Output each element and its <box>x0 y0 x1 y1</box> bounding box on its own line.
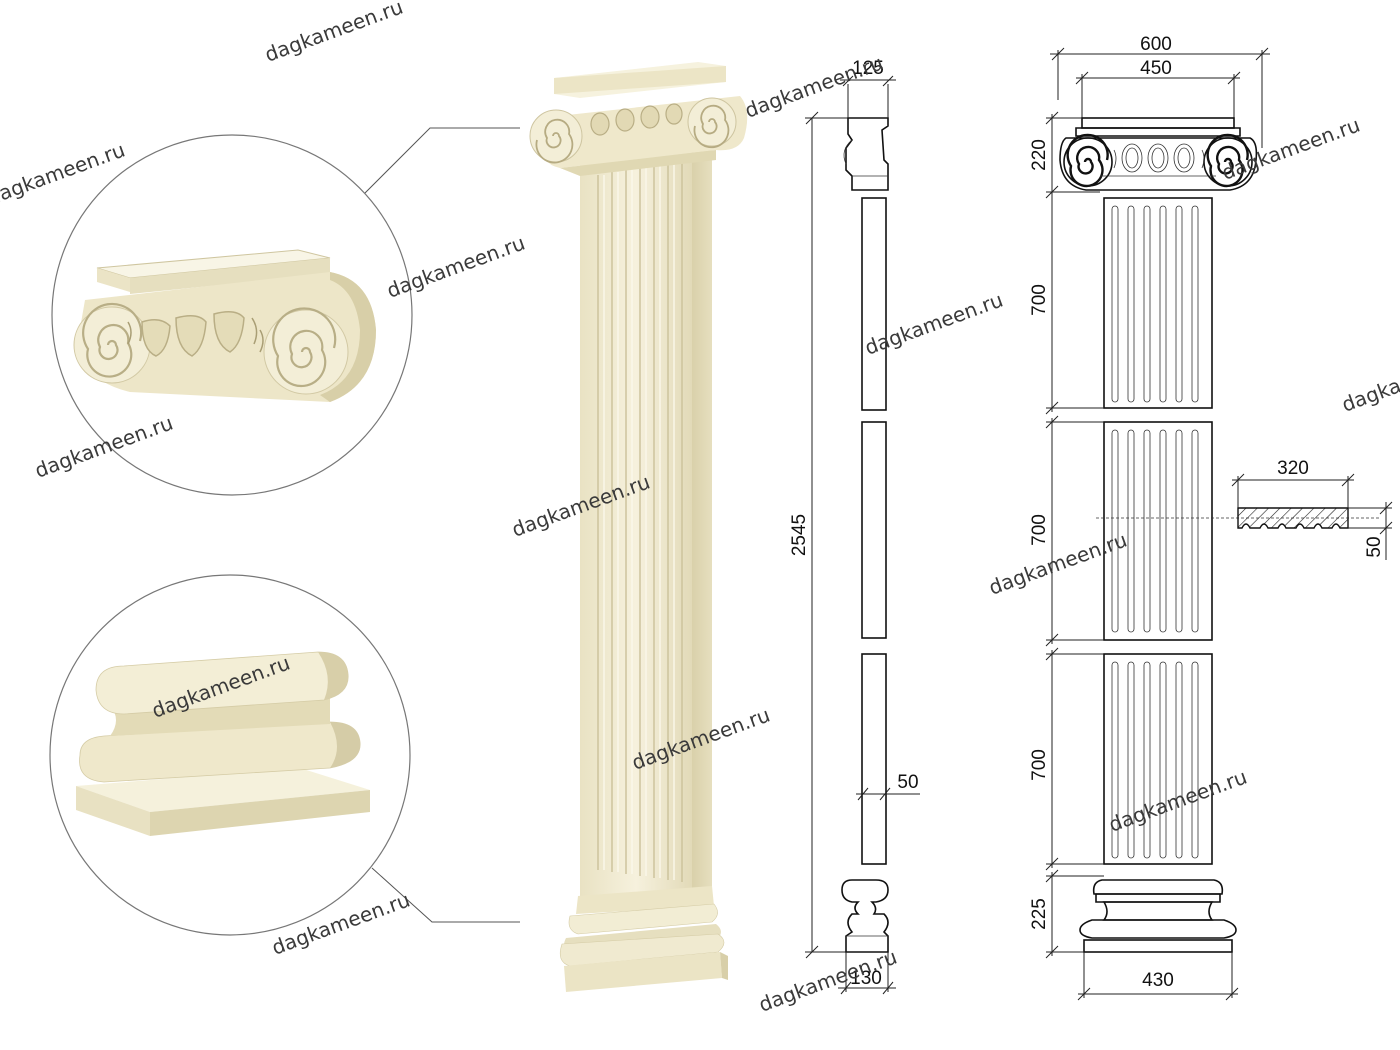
dim-segment-bottom: 700 <box>1029 749 1050 781</box>
side-elevation: 2545 125 50 130 <box>789 58 920 995</box>
front-elevation: 600 450 220 <box>1029 34 1393 1001</box>
dim-segment-top: 700 <box>1029 284 1050 316</box>
dim-flute-depth: 50 <box>897 772 918 793</box>
leader-lines <box>359 127 520 923</box>
dim-base-height: 225 <box>1029 898 1050 930</box>
dim-abacus-width: 450 <box>1140 58 1172 79</box>
watermark: dagkameen.ru <box>862 287 1007 359</box>
watermark: dagkameen.ru <box>742 50 887 122</box>
watermark: dagkameen.ru <box>262 0 407 67</box>
dim-total-height: 2545 <box>789 514 810 556</box>
capital-detail-view <box>51 134 413 496</box>
pilaster-3d-view <box>529 62 748 992</box>
base-detail-view <box>49 574 411 936</box>
dim-segment-middle: 700 <box>1029 514 1050 546</box>
dim-capital-height: 220 <box>1029 139 1050 171</box>
watermark: dagkameen.ru <box>986 527 1131 599</box>
dim-side-base-depth: 130 <box>850 968 882 989</box>
dim-section-width: 320 <box>1277 458 1309 479</box>
dim-base-width: 430 <box>1142 970 1174 991</box>
dim-side-capital-depth: 125 <box>852 58 884 79</box>
dim-capital-width: 600 <box>1140 34 1172 55</box>
dim-section-depth: 50 <box>1364 536 1385 557</box>
watermark: dagkameen.ru <box>1339 344 1400 416</box>
watermark: dagkameen.ru <box>1219 112 1364 184</box>
watermark: dagkameen.ru <box>1106 764 1251 836</box>
